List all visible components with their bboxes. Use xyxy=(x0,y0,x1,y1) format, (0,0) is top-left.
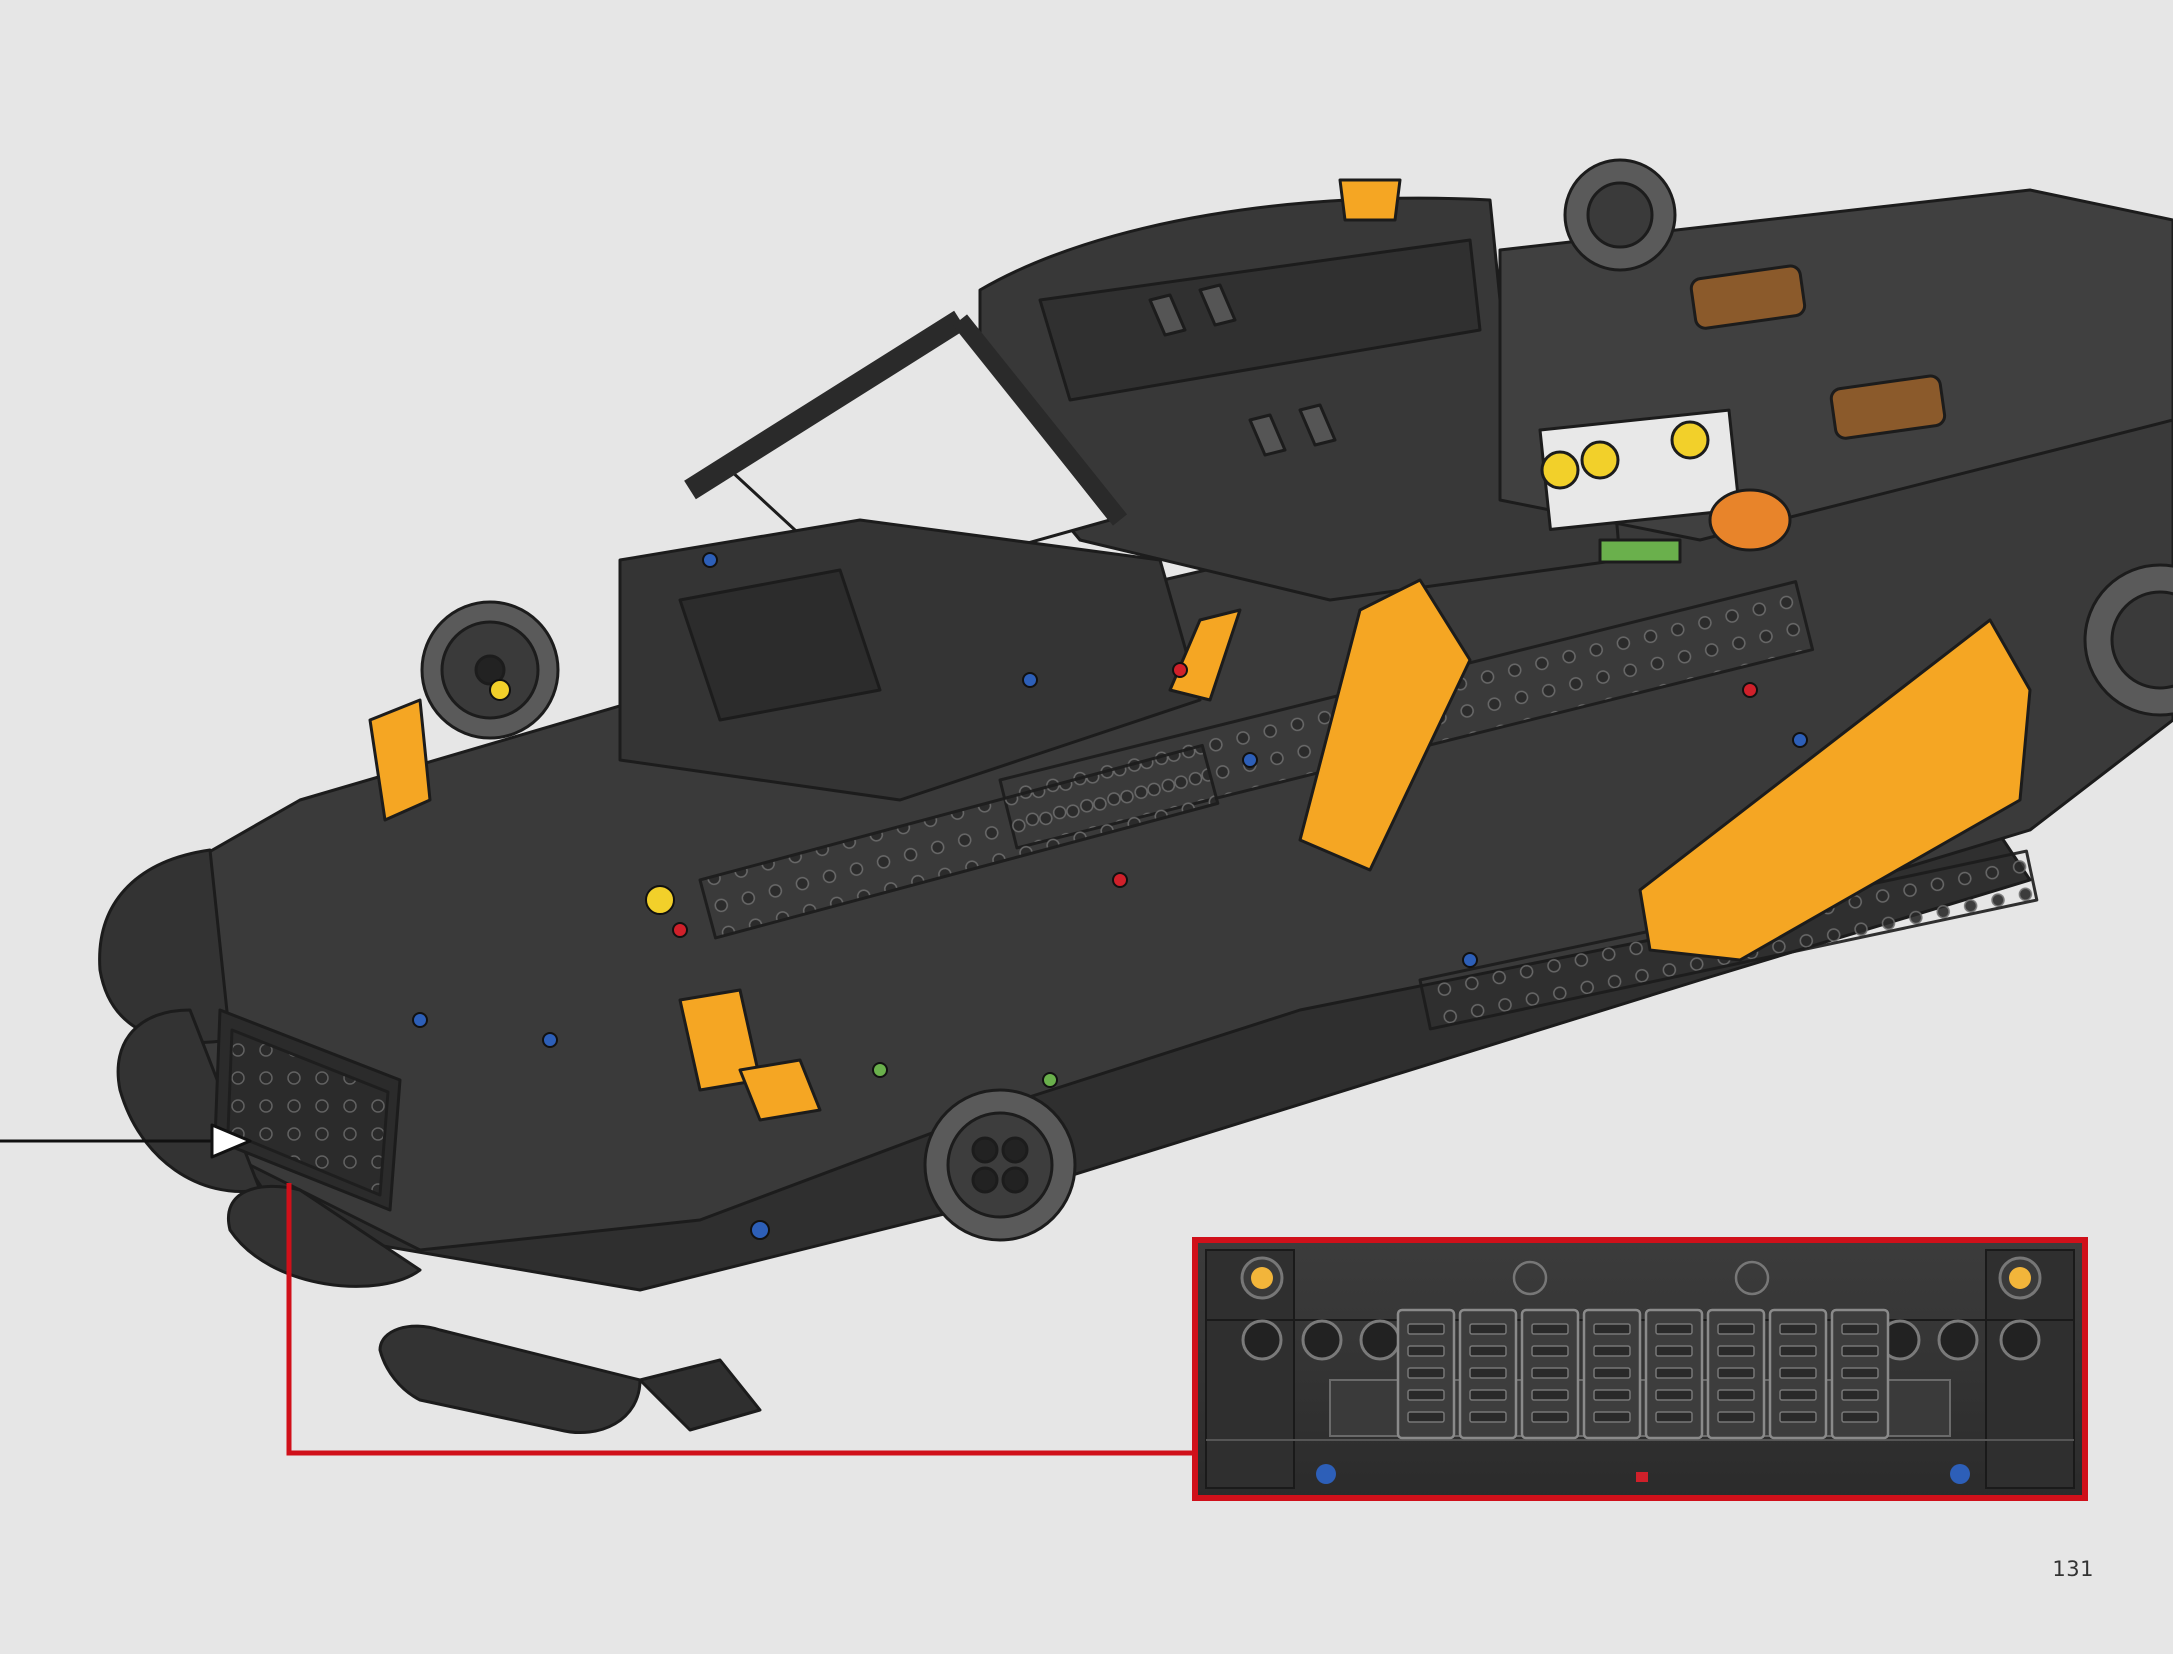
grille-louver xyxy=(1717,1345,1755,1357)
grille-louver xyxy=(1531,1367,1569,1379)
grille-louver xyxy=(1779,1411,1817,1423)
grille-louver xyxy=(1407,1367,1445,1379)
grille-louver xyxy=(1655,1411,1693,1423)
grille-louver xyxy=(1779,1345,1817,1357)
grille-louver xyxy=(1655,1367,1693,1379)
grille-louver xyxy=(1779,1323,1817,1335)
grille-louver xyxy=(1531,1411,1569,1423)
grille-louver xyxy=(1469,1411,1507,1423)
grille-louver xyxy=(1531,1345,1569,1357)
callout-leader xyxy=(286,1183,1196,1456)
front-grille xyxy=(213,1008,402,1212)
grille-louver xyxy=(1407,1389,1445,1401)
grille-louver xyxy=(1469,1367,1507,1379)
grille-louver xyxy=(1469,1389,1507,1401)
grille-louver xyxy=(1717,1411,1755,1423)
grille-louver xyxy=(1469,1323,1507,1335)
orange-accents xyxy=(368,178,2032,1122)
grille-louver xyxy=(1469,1345,1507,1357)
grille-louver xyxy=(1841,1323,1879,1335)
wheel-front-lower xyxy=(923,1088,1077,1242)
grille-louver xyxy=(1655,1389,1693,1401)
grille-louver xyxy=(1593,1323,1631,1335)
callout-grille xyxy=(1396,1308,1890,1440)
callout-box xyxy=(1192,1237,2088,1501)
grille-louver xyxy=(1407,1411,1445,1423)
wheel-rear xyxy=(1563,158,2173,717)
grille-louver xyxy=(1779,1389,1817,1401)
page-number: 131 xyxy=(2052,1557,2094,1581)
connector-pins xyxy=(412,552,1808,1240)
wheel-front-upper xyxy=(420,600,560,740)
grille-louver xyxy=(1717,1389,1755,1401)
grille-louver xyxy=(1717,1367,1755,1379)
roof xyxy=(978,196,1622,602)
front-nose-panels xyxy=(98,848,762,1435)
grille-louver xyxy=(1407,1323,1445,1335)
grille-louver xyxy=(1841,1389,1879,1401)
grille-louver xyxy=(1531,1323,1569,1335)
grille-louver xyxy=(1841,1367,1879,1379)
grille-louver xyxy=(1531,1389,1569,1401)
arrow-right-icon xyxy=(0,1123,252,1159)
grille-louver xyxy=(1593,1367,1631,1379)
grille-louver xyxy=(1407,1345,1445,1357)
grille-louver xyxy=(1655,1345,1693,1357)
grille-louver xyxy=(1841,1345,1879,1357)
grille-louver xyxy=(1593,1345,1631,1357)
grille-louver xyxy=(1655,1323,1693,1335)
engine-bay xyxy=(1498,188,2173,564)
grille-louver xyxy=(1593,1411,1631,1423)
grille-louver xyxy=(1717,1323,1755,1335)
car-model xyxy=(98,158,2173,1435)
grille-louver xyxy=(1841,1411,1879,1423)
grille-louver xyxy=(1779,1367,1817,1379)
grille-louver xyxy=(1593,1389,1631,1401)
